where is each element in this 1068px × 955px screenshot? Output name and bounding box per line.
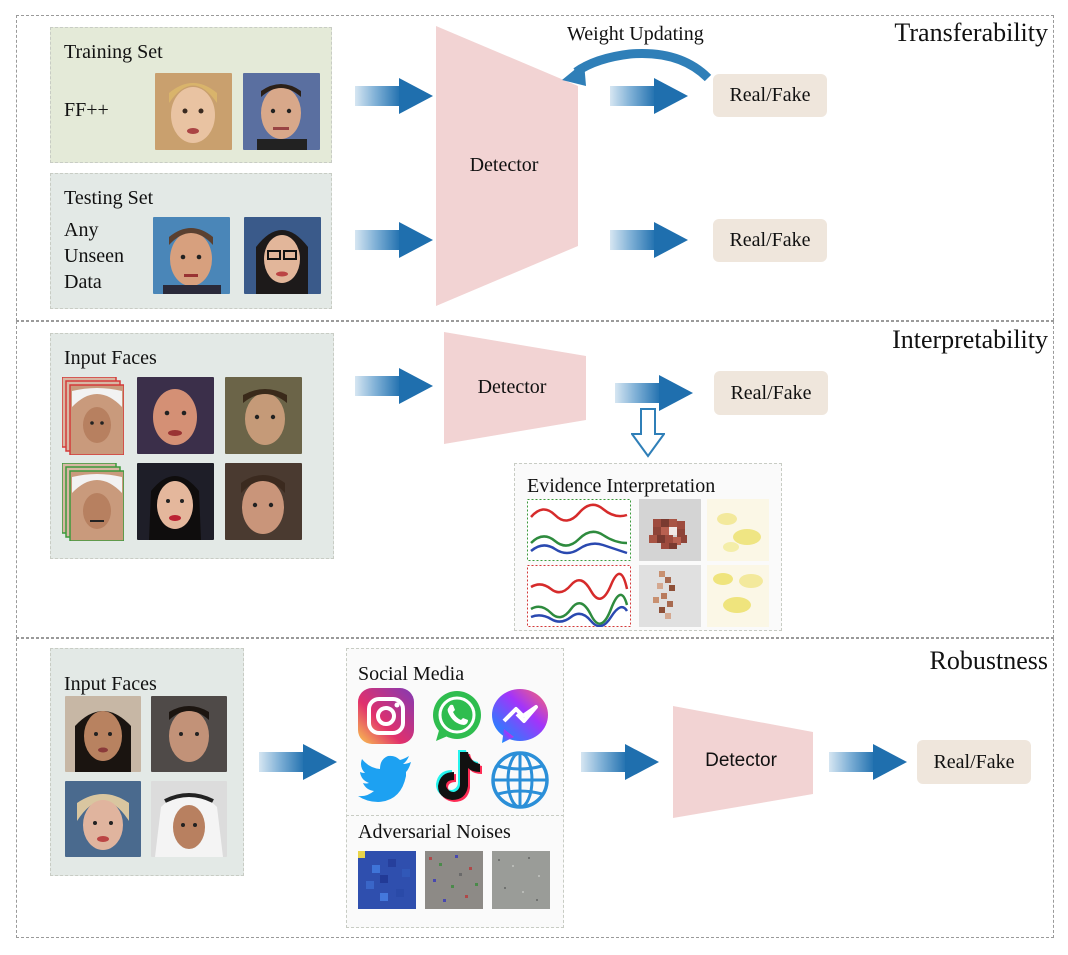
evidence-heatmap-1: [707, 499, 769, 561]
transfer-detector-shape: [436, 26, 578, 306]
robust-face-3: [65, 781, 141, 857]
training-face-1: [155, 73, 232, 150]
interp-output-arrow: [615, 375, 693, 411]
transferability-title: Transferability: [894, 18, 1048, 47]
training-set-label: Training Set: [64, 41, 163, 63]
interp-output: Real/Fake: [714, 371, 828, 415]
evidence-heatmap-2: [707, 565, 769, 627]
interp-face-3: [225, 377, 302, 454]
robust-mid-arrow: [581, 744, 659, 780]
interp-input-arrow: [355, 368, 433, 404]
robust-face-4: [151, 781, 227, 857]
messenger-icon: [492, 689, 548, 743]
weight-updating-label: Weight Updating: [567, 23, 704, 45]
twitter-icon: [358, 755, 411, 802]
robust-face-2: [151, 696, 227, 772]
evidence-signal-plot-2: [527, 565, 631, 627]
unseen-line-1: Any: [64, 219, 99, 241]
transfer-output-2: Real/Fake: [713, 219, 827, 262]
interp-detector-shape: [444, 332, 586, 444]
train-input-arrow: [355, 78, 433, 114]
whatsapp-icon: [433, 691, 481, 741]
globe-icon: [491, 751, 549, 809]
robustness-section: [16, 638, 1054, 938]
unseen-line-3: Data: [64, 271, 102, 293]
test-output-arrow: [610, 222, 688, 258]
testing-face-2: [244, 217, 321, 294]
robustness-title: Robustness: [929, 646, 1048, 675]
transferability-section: [16, 15, 1054, 321]
weight-update-arrow: [562, 49, 712, 86]
interp-face-6: [225, 463, 302, 540]
noise-patch-2: [425, 851, 483, 909]
robust-detector-label: Detector: [705, 750, 777, 771]
evidence-patch-map-1: [639, 499, 701, 561]
interpretability-section: [16, 321, 1054, 638]
interp-down-arrow: [631, 408, 665, 458]
adversarial-label: Adversarial Noises: [358, 821, 511, 843]
instagram-icon: [358, 688, 414, 744]
noise-patch-3: [492, 851, 550, 909]
robust-face-1: [65, 696, 141, 772]
noise-patch-1: [358, 851, 416, 909]
test-input-arrow: [355, 222, 433, 258]
interp-face-stack-red: [62, 377, 124, 455]
interp-detector-label: Detector: [477, 376, 547, 398]
robust-input-arrow: [259, 744, 337, 780]
testing-face-1: [153, 217, 230, 294]
robust-output: Real/Fake: [917, 740, 1031, 784]
train-output-arrow: [610, 78, 688, 114]
social-media-label: Social Media: [358, 663, 465, 685]
evidence-patch-map-2: [639, 565, 701, 627]
interp-face-stack-green: [62, 463, 124, 541]
ffpp-label: FF++: [64, 99, 109, 121]
interp-face-5: [137, 463, 214, 540]
transfer-output-1: Real/Fake: [713, 74, 827, 117]
transfer-detector-label: Detector: [469, 154, 539, 176]
unseen-line-2: Unseen: [64, 245, 124, 267]
training-face-2: [243, 73, 320, 150]
evidence-label: Evidence Interpretation: [527, 475, 716, 497]
interp-face-2: [137, 377, 214, 454]
evidence-signal-plot-1: [527, 499, 631, 561]
interpretability-title: Interpretability: [892, 325, 1048, 354]
robust-detector-shape: [673, 706, 813, 818]
interp-input-label: Input Faces: [64, 347, 157, 369]
robust-input-label: Input Faces: [64, 673, 157, 695]
tiktok-icon: [436, 750, 482, 802]
perturbation-divider: [346, 815, 564, 816]
robust-output-arrow: [829, 744, 907, 780]
testing-set-label: Testing Set: [64, 187, 154, 209]
